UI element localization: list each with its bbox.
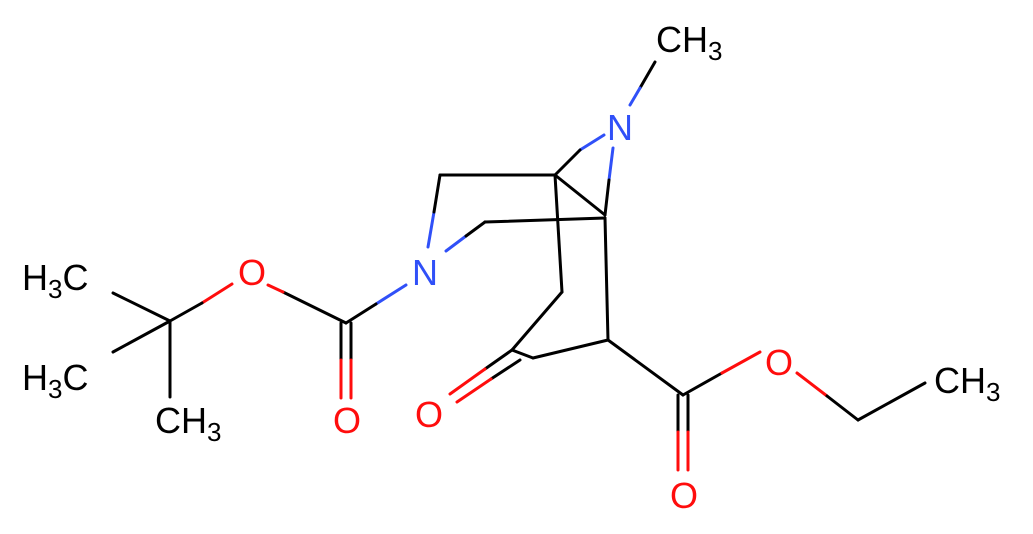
h3c-lower-label: H3C bbox=[22, 357, 88, 404]
bond-otbu-c bbox=[168, 301, 204, 323]
o-boc-ester-label: O bbox=[238, 252, 266, 293]
bond-nbridge-c1-n bbox=[578, 133, 606, 152]
bond-nring-c2-c bbox=[432, 173, 442, 214]
bond-c4-c5 bbox=[483, 216, 607, 224]
bond-oet-o bbox=[795, 371, 829, 398]
bond-carbamate-c bbox=[281, 290, 348, 325]
bond-nring-carb-c bbox=[344, 302, 378, 325]
bond-n-methyl-n bbox=[628, 86, 642, 107]
bond-c7-c6 bbox=[510, 290, 564, 352]
o-boc-carbonyl-label: O bbox=[333, 400, 361, 441]
bond-nring-c2-n bbox=[426, 210, 436, 249]
bond-nring-c4-c bbox=[464, 220, 487, 238]
atom-labels: CH3 N N O O O O O H3C H3C CH3 CH3 bbox=[22, 19, 1000, 516]
bond-ket-1c bbox=[483, 348, 514, 371]
ch3-tbu-label: CH3 bbox=[155, 400, 221, 447]
bond-nring-carb-n bbox=[374, 283, 408, 306]
bond-ket-1o bbox=[448, 367, 487, 396]
bond-ket-2o bbox=[455, 377, 493, 404]
bond-tbu-me2 bbox=[111, 319, 172, 354]
bond-nbridge-c1-c bbox=[553, 148, 582, 177]
bond-n-methyl-c bbox=[638, 60, 657, 90]
oxygen-bonds bbox=[168, 282, 860, 472]
bond-c9-ester bbox=[606, 338, 685, 397]
skeleton-bonds bbox=[111, 173, 927, 422]
bond-c6-c8a bbox=[510, 348, 535, 360]
bond-nbridge-c5-c bbox=[603, 178, 611, 217]
bond-nbridge-c5-n bbox=[607, 146, 615, 182]
bond-nring-c4-n bbox=[444, 234, 468, 253]
bond-c5-c9 bbox=[603, 216, 610, 342]
bond-ethyl bbox=[856, 381, 927, 422]
h3c-upper-label: H3C bbox=[22, 257, 88, 304]
bond-c8-c9 bbox=[531, 338, 610, 360]
o-ethyl-carbonyl-label: O bbox=[670, 475, 698, 516]
n-bridge-label: N bbox=[607, 107, 633, 148]
bond-c1-c7 bbox=[553, 173, 564, 294]
n-ring-label: N bbox=[412, 252, 438, 293]
bond-c1-c5 bbox=[553, 173, 607, 217]
o-ethyl-ester-label: O bbox=[765, 342, 793, 383]
o-ketone-label: O bbox=[415, 394, 443, 435]
bond-oet-c bbox=[825, 394, 860, 422]
bond-ket-2c bbox=[489, 358, 522, 381]
ch3-ethyl-label: CH3 bbox=[934, 360, 1000, 407]
bond-tbu-me1 bbox=[111, 291, 172, 323]
bond-ester-o bbox=[720, 350, 762, 375]
nitrogen-bonds bbox=[344, 60, 657, 325]
bond-ester-c bbox=[681, 371, 724, 397]
bond-ocarb-n bbox=[266, 283, 285, 294]
bond-otbu-o bbox=[200, 282, 234, 305]
methyl-top-label: CH3 bbox=[656, 19, 722, 66]
